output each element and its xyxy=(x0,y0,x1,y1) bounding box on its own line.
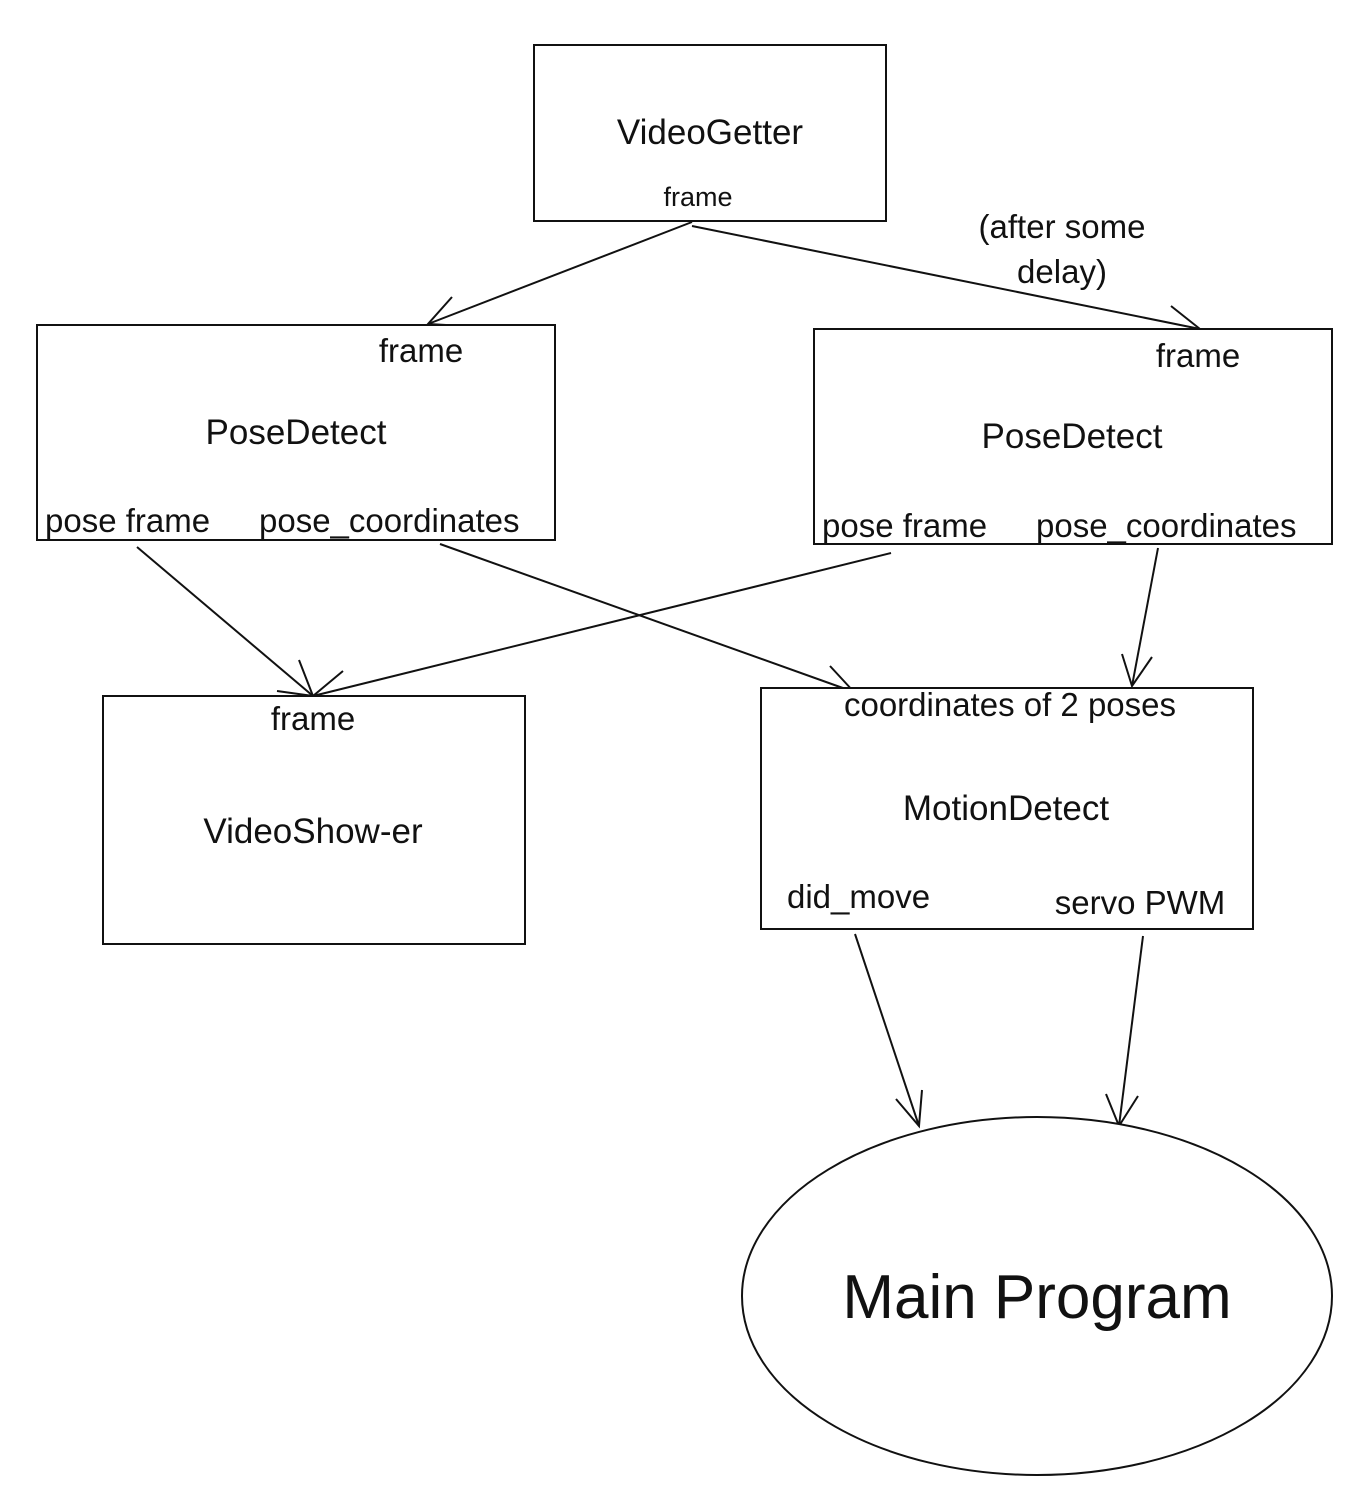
node-video-shower: frame VideoShow-er xyxy=(102,695,526,945)
pose-detect-1-port-pose-frame: pose frame xyxy=(45,502,210,539)
arrowhead-main-from-didmove xyxy=(895,1089,923,1129)
video-shower-title: VideoShow-er xyxy=(203,812,423,851)
video-shower-box xyxy=(102,695,526,945)
node-main-program: Main Program xyxy=(741,1116,1333,1476)
video-getter-port-frame: frame xyxy=(663,182,732,212)
main-program-ellipse xyxy=(741,1116,1333,1476)
video-getter-box xyxy=(533,44,887,222)
node-pose-detect-2: frame PoseDetect pose frame pose_coordin… xyxy=(813,328,1333,545)
edge-posedetect2-coords-to-motiondetect xyxy=(1131,547,1159,687)
delay-label-line1: (after some xyxy=(979,208,1146,245)
pose-detect-2-title: PoseDetect xyxy=(982,417,1163,456)
video-getter-title: VideoGetter xyxy=(617,113,803,152)
motion-detect-box xyxy=(760,687,1254,930)
pose-detect-2-box xyxy=(813,328,1333,545)
edge-posedetect1-poseframe-to-videoshower xyxy=(136,546,314,697)
video-shower-port-frame: frame xyxy=(271,700,355,737)
node-video-getter: VideoGetter frame xyxy=(533,44,887,222)
pose-detect-2-port-pose-frame: pose frame xyxy=(822,507,987,544)
delay-label: (after some delay) xyxy=(979,208,1146,290)
pose-detect-1-box xyxy=(36,324,556,541)
edge-didmove-to-main xyxy=(854,933,920,1127)
node-motion-detect: coordinates of 2 poses MotionDetect did_… xyxy=(760,686,1254,930)
pose-detect-2-port-frame: frame xyxy=(1156,337,1240,374)
edges xyxy=(136,221,1203,1129)
edge-posedetect2-poseframe-to-videoshower xyxy=(312,552,892,697)
pose-detect-2-port-pose-coordinates: pose_coordinates xyxy=(1036,507,1297,544)
node-pose-detect-1: frame PoseDetect pose frame pose_coordin… xyxy=(36,324,556,541)
edge-posedetect1-coords-to-motiondetect xyxy=(439,543,855,693)
motion-detect-port-coordinates: coordinates of 2 poses xyxy=(844,686,1176,723)
main-program-title: Main Program xyxy=(842,1263,1231,1332)
motion-detect-port-did-move: did_move xyxy=(787,878,930,915)
edge-videogetter-to-posedetect-1 xyxy=(427,221,693,325)
arrowhead-motiondetect-from-top xyxy=(1121,653,1153,689)
pose-detect-1-port-frame: frame xyxy=(379,332,463,369)
pose-detect-1-port-pose-coordinates: pose_coordinates xyxy=(259,502,520,539)
edge-videogetter-to-posedetect-2 xyxy=(691,225,1201,330)
motion-detect-title: MotionDetect xyxy=(903,789,1109,828)
motion-detect-port-servo-pwm: servo PWM xyxy=(1055,884,1226,921)
delay-label-line2: delay) xyxy=(1017,253,1107,290)
pose-detect-1-title: PoseDetect xyxy=(206,413,387,452)
edge-servopwm-to-main xyxy=(1118,935,1144,1127)
